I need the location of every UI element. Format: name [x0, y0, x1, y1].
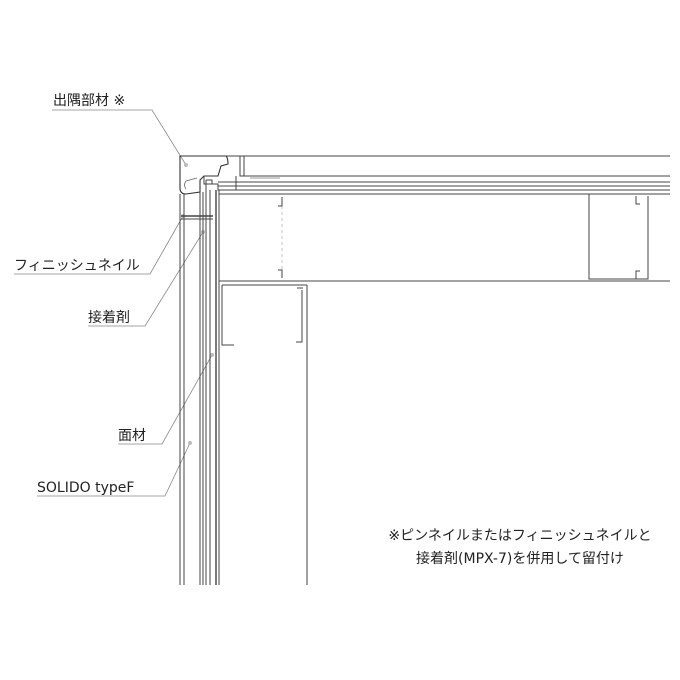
installation-note: ※ピンネイルまたはフィニッシュネイルと 接着剤(MPX-7)を併用して留付け: [370, 525, 670, 571]
label-face-panel: 面材: [118, 428, 146, 444]
note-line-2: 接着剤(MPX-7)を併用して留付け: [416, 551, 624, 567]
horizontal-stud: [219, 194, 670, 281]
leader-face-panel: [118, 355, 212, 444]
leader-adhesive: [88, 232, 203, 326]
label-solido: SOLIDO typeF: [37, 480, 135, 496]
top-wall-layers: [218, 156, 670, 190]
leader-lines: [14, 110, 212, 496]
left-wall-layers: [180, 180, 219, 585]
leader-dots: [181, 163, 214, 445]
leader-solido: [37, 443, 190, 496]
leader-finish-nail: [14, 216, 183, 274]
label-adhesive: 接着剤: [88, 310, 130, 326]
label-finish-nail: フィニッシュネイル: [14, 258, 140, 274]
leader-corner-trim: [52, 110, 186, 165]
note-line-1: ※ピンネイルまたはフィニッシュネイルと: [388, 528, 652, 544]
corner-trim-inner-line: [185, 178, 198, 189]
label-corner-trim: 出隅部材 ※: [53, 93, 126, 109]
vertical-stud: [219, 281, 307, 585]
corner-trim-profile: [180, 156, 228, 194]
